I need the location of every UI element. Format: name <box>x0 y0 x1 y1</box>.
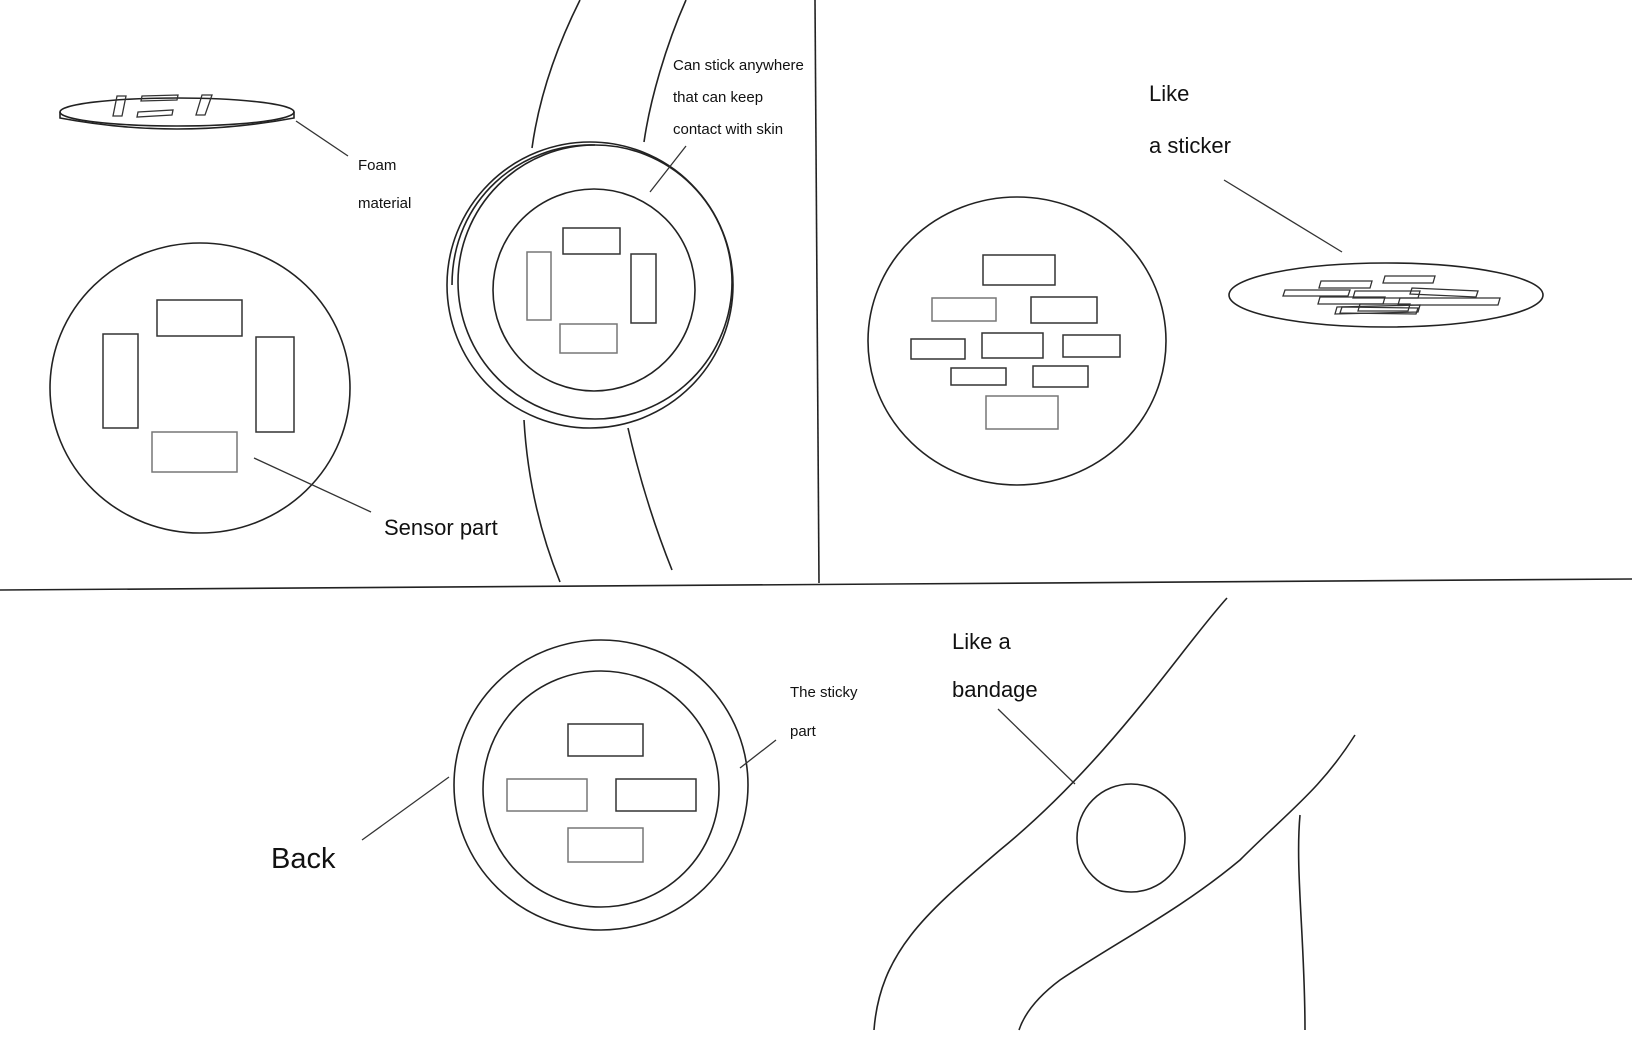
stick-label-line3: contact with skin <box>673 121 783 138</box>
back-view-drawing <box>453 639 749 931</box>
stick-label-line2: that can keep <box>673 89 763 106</box>
sticker-side-drawing <box>1228 262 1544 328</box>
stick-label-line1: Can stick anywhere <box>673 57 804 74</box>
arm-bandage-drawing <box>873 597 1356 1031</box>
back-label: Back <box>271 843 336 875</box>
foam-disk-drawing <box>59 94 295 130</box>
sticker-label-line1: Like <box>1149 81 1189 106</box>
sticker-circle-drawing <box>867 196 1167 486</box>
foam-label-line2: material <box>358 195 411 212</box>
bandage-label-line2: bandage <box>952 677 1038 702</box>
sensor-circle-drawing <box>49 242 351 534</box>
panel-dividers <box>0 0 1632 591</box>
sticky-label-line1: The sticky <box>790 684 858 701</box>
foam-label-line1: Foam <box>358 157 396 174</box>
foam-leader-line <box>295 120 349 157</box>
back-leader-line <box>361 776 450 841</box>
bandage-leader-line <box>997 708 1076 785</box>
sensor-leader-line <box>253 457 372 513</box>
sticker-label-line2: a sticker <box>1149 133 1231 158</box>
wristband-drawing <box>446 0 734 583</box>
sticker-leader-line <box>1223 179 1343 253</box>
bandage-label-line1: Like a <box>952 629 1011 654</box>
sticky-leader-line <box>739 739 777 769</box>
sensor-part-label: Sensor part <box>384 515 498 540</box>
stick-leader-line <box>649 145 687 193</box>
sticky-label-line2: part <box>790 723 817 740</box>
